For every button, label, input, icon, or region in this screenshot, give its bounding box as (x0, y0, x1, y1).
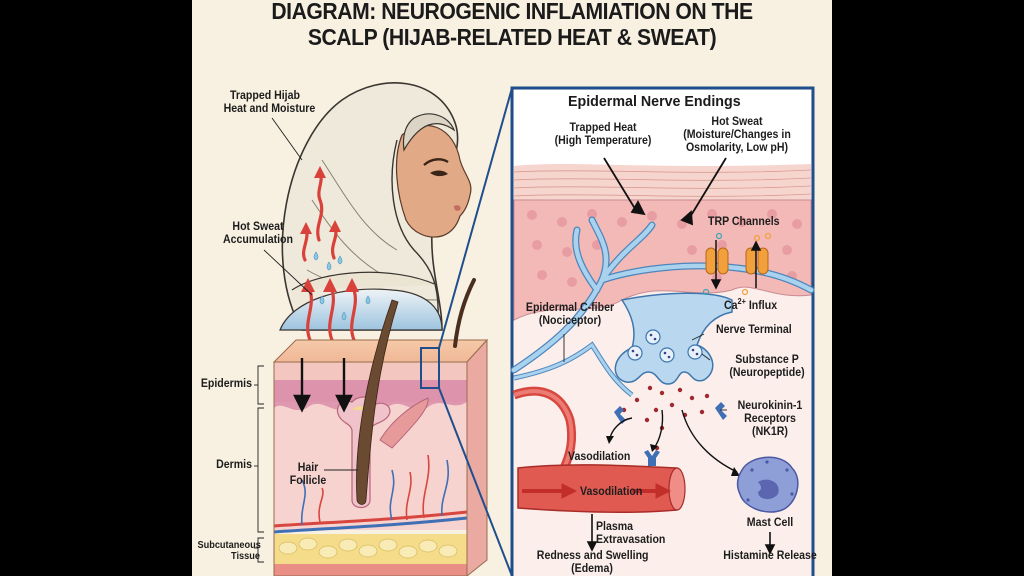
label-line: (Neuropeptide) (729, 367, 805, 379)
label-vasodilation-top: Vasodilation (568, 451, 631, 463)
label-line: Accumulation (223, 234, 293, 246)
label-line: (Moisture/Changes in (683, 129, 791, 141)
hijab-icon (279, 82, 472, 331)
label-trapped-heat: Trapped Heat (High Temperature) (552, 122, 653, 148)
label-line: Tissue (231, 551, 260, 562)
label-vasodilation-vessel: Vasodilation (580, 486, 643, 498)
skin-cross-section-icon (272, 278, 489, 576)
label-epidermis: Epidermis (200, 378, 252, 390)
label-line: Heat and Moisture (223, 103, 316, 115)
label-line: (Edema) (571, 563, 613, 575)
label-line: Hot Sweat (232, 221, 284, 233)
label-line: Neurokinin-1 (737, 400, 803, 412)
label-trapped-hijab-heat: Trapped Hijab Heat and Moisture (223, 90, 316, 116)
detail-panel-title: Epidermal Nerve Endings (568, 93, 741, 110)
label-line: Extravasation (596, 534, 666, 546)
label-hot-sweat-stimulus: Hot Sweat (Moisture/Changes in Osmolarit… (683, 116, 792, 155)
scalp-illustration (254, 82, 815, 576)
label-ca: Ca (724, 299, 738, 312)
label-ca-charge: 2+ (737, 297, 746, 306)
diagram-canvas: DIAGRAM: NEUROGENIC INFLAMIATION ON THE … (192, 0, 832, 576)
label-substance-p: Substance P (Neuropeptide) (726, 354, 809, 380)
label-line: Hair (297, 462, 319, 474)
diagram-title-line-1: DIAGRAM: NEUROGENIC INFLAMIATION ON THE (271, 0, 753, 24)
label-line: (Nociceptor) (538, 315, 602, 327)
label-line: Plasma (596, 521, 634, 533)
label-line: Follicle (289, 475, 327, 487)
label-influx: Influx (745, 299, 778, 312)
label-dermis: Dermis (216, 459, 252, 471)
label-hot-sweat-accumulation: Hot Sweat Accumulation (219, 221, 296, 247)
label-line: Trapped Heat (569, 122, 637, 134)
label-nerve-terminal: Nerve Terminal (716, 324, 792, 336)
label-redness-swelling: Redness and Swelling (Edema) (536, 550, 649, 576)
label-subcutaneous-tissue: Subcutaneous Tissue (197, 540, 260, 562)
label-ca-influx: Ca2+ Influx (724, 295, 777, 313)
label-epidermal-c-fiber: Epidermal C-fiber (Nociceptor) (526, 302, 614, 328)
label-hair-follicle: Hair Follicle (290, 462, 327, 488)
label-histamine-release: Histamine Release (723, 550, 817, 562)
zoom-connector-icon (420, 87, 513, 576)
label-line: (NK1R) (752, 426, 788, 438)
label-line: Trapped Hijab (230, 90, 300, 102)
label-mast-cell: Mast Cell (746, 517, 794, 529)
diagram-title-line-2: SCALP (HIJAB-RELATED HEAT & SWEAT) (307, 24, 717, 50)
label-nk1r: Neurokinin-1 Receptors (NK1R) (733, 400, 807, 439)
trp-channels-icon (705, 247, 769, 275)
label-line: Substance P (735, 354, 799, 366)
label-line: Hot Sweat (711, 116, 763, 128)
label-line: Osmolarity, Low pH) (685, 142, 789, 154)
nk1r-receptor-icon (614, 402, 727, 466)
heat-arrowheads-icon (300, 166, 359, 292)
substance-p-vesicles-icon (627, 329, 703, 363)
label-line: Epidermal C-fiber (525, 302, 615, 314)
label-line: (High Temperature) (554, 135, 652, 147)
detail-panel-illustration (510, 86, 815, 576)
label-line: Subcutaneous (197, 540, 261, 551)
label-line: Redness and Swelling (536, 550, 649, 562)
label-line: Receptors (744, 413, 796, 425)
label-trp-channels: TRP Channels (708, 216, 780, 228)
label-plasma-extravasation: Plasma Extravasation (596, 521, 665, 547)
